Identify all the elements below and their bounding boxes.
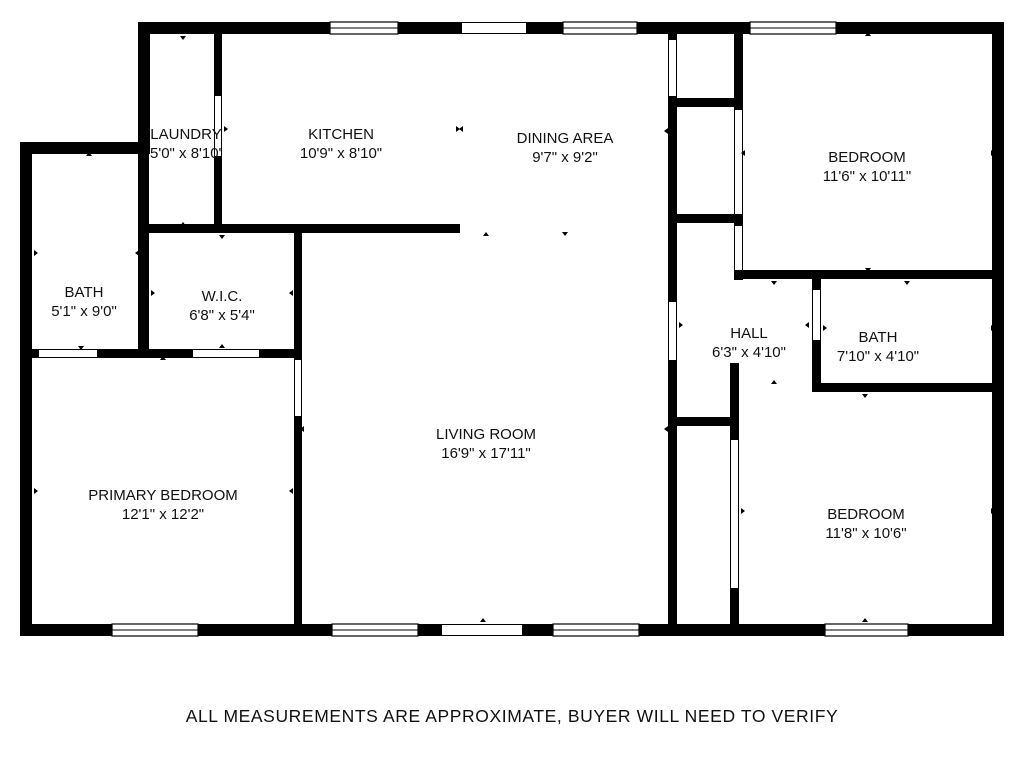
room-wic: W.I.C. 6'8" x 5'4"	[189, 287, 255, 325]
room-name: BEDROOM	[828, 149, 906, 166]
room-size: 6'3" x 4'10"	[712, 344, 786, 361]
room-name: LIVING ROOM	[435, 426, 537, 443]
room-size: 5'1" x 9'0"	[51, 303, 117, 320]
room-name: KITCHEN	[308, 126, 374, 143]
window-bedroom-bottom	[824, 623, 909, 637]
room-living-room: LIVING ROOM 16'9" x 17'11"	[436, 425, 536, 463]
room-name: BATH	[858, 329, 898, 346]
room-size: 12'1" x 12'2"	[121, 506, 205, 523]
room-hall: HALL 6'3" x 4'10"	[712, 324, 786, 362]
room-name: PRIMARY BEDROOM	[88, 487, 238, 504]
room-size: 7'10" x 4'10"	[836, 348, 920, 365]
window-dining	[562, 21, 638, 35]
dimension-markers	[34, 32, 995, 622]
room-size: 9'7" x 9'2"	[532, 149, 598, 166]
room-size: 11'6" x 10'11"	[822, 168, 912, 185]
room-name: DINING AREA	[516, 130, 614, 147]
room-size: 16'9" x 17'11"	[441, 445, 531, 462]
window-living-left	[331, 623, 419, 637]
room-kitchen: KITCHEN 10'9" x 8'10"	[300, 125, 382, 163]
room-bedroom-bottom: BEDROOM 11'8" x 10'6"	[825, 505, 906, 543]
room-bath-right: BATH 7'10" x 4'10"	[837, 328, 919, 366]
room-primary-bedroom: PRIMARY BEDROOM 12'1" x 12'2"	[88, 486, 237, 524]
windows	[111, 21, 909, 637]
room-laundry: LAUNDRY 5'0" x 8'10"	[150, 125, 222, 163]
window-kitchen	[329, 21, 399, 35]
room-size: 6'8" x 5'4"	[189, 307, 255, 324]
room-size: 10'9" x 8'10"	[299, 145, 383, 162]
room-name: HALL	[730, 325, 768, 342]
window-living-right	[552, 623, 640, 637]
room-bedroom-top: BEDROOM 11'6" x 10'11"	[823, 148, 911, 186]
room-name: BATH	[64, 284, 104, 301]
window-primary-bedroom	[111, 623, 199, 637]
room-name: W.I.C.	[201, 288, 243, 305]
room-size: 5'0" x 8'10"	[150, 145, 222, 162]
room-dining-area: DINING AREA 9'7" x 9'2"	[517, 129, 614, 167]
room-name: LAUNDRY	[150, 126, 222, 143]
room-size: 11'8" x 10'6"	[825, 525, 907, 542]
wall-openings	[39, 23, 820, 635]
room-bath-left: BATH 5'1" x 9'0"	[51, 283, 117, 321]
window-bedroom-top	[749, 21, 837, 35]
room-name: BEDROOM	[827, 506, 905, 523]
measurement-disclaimer: ALL MEASUREMENTS ARE APPROXIMATE, BUYER …	[185, 706, 839, 726]
